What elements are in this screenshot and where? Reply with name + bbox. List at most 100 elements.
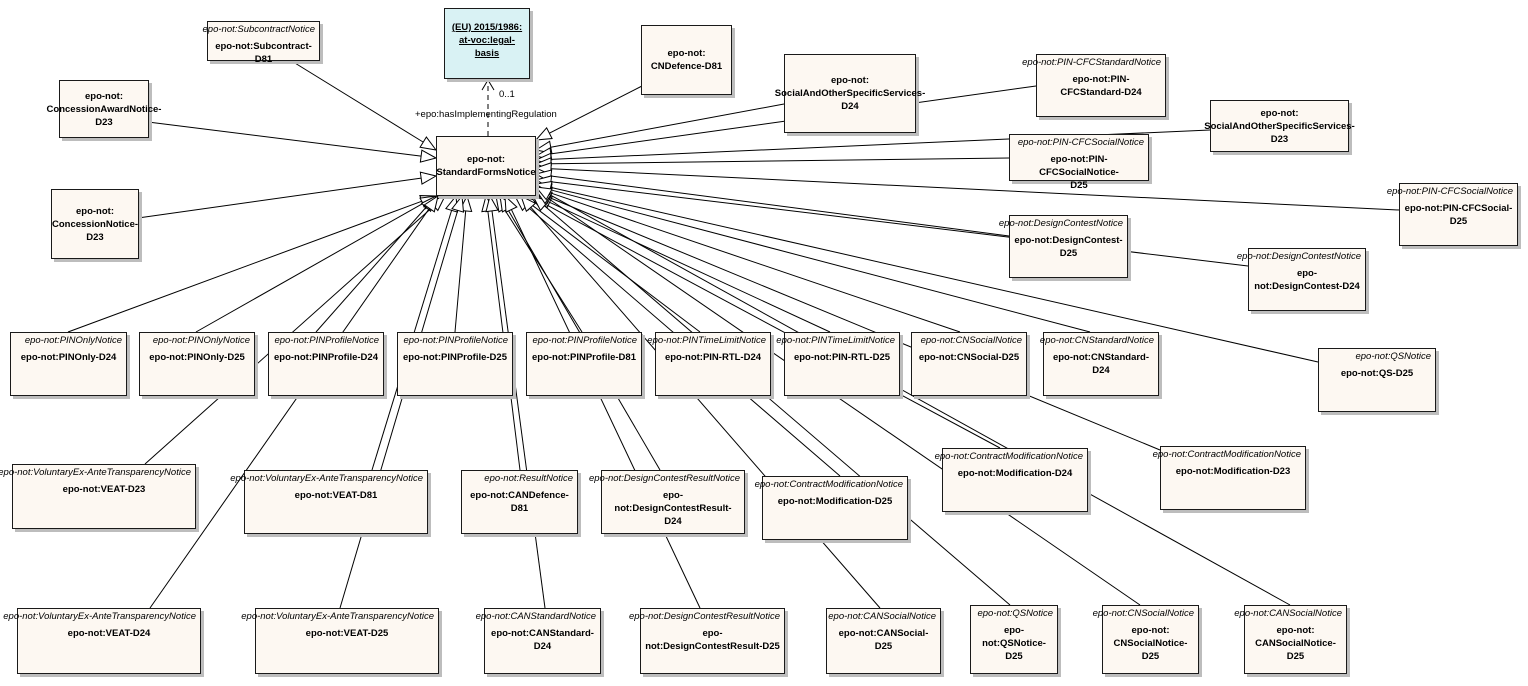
- generalization-line: [195, 202, 424, 333]
- notice-class-canstandard-d24[interactable]: epo-not:CANStandardNotice epo-not:CANSta…: [476, 608, 601, 674]
- generalization-line: [454, 210, 467, 333]
- generalization-line: [339, 210, 459, 609]
- class-name: epo-not:PINProfile-D81: [532, 352, 636, 363]
- notice-class-cansocial-notice-d25[interactable]: epo-not:CANSocialNotice epo-not: CANSoci…: [1234, 605, 1347, 674]
- notice-class-pin-cfc-social-notice-d25[interactable]: epo-not:PIN-CFCSocialNotice epo-not:PIN-…: [1009, 134, 1149, 191]
- class-name: epo-not:PIN-RTL-D25: [793, 352, 891, 363]
- generalization-line: [530, 206, 881, 609]
- notice-class-design-contest-result-d24[interactable]: epo-not:DesignContestResultNotice epo-no…: [589, 470, 745, 534]
- stereotype: epo-not:QSNotice: [1355, 351, 1431, 362]
- notice-class-pinonly-d25[interactable]: epo-not:PINOnlyNotice epo-not:PINOnly-D2…: [139, 332, 255, 396]
- stereotype: epo-not:CANStandardNotice: [475, 611, 596, 622]
- notice-class-cndefence-d81[interactable]: epo-not: CNDefence-D81: [641, 25, 732, 95]
- association-arrowhead: [481, 79, 495, 91]
- notice-class-candefence-d81[interactable]: epo-not:ResultNotice epo-not:CANDefence-…: [461, 470, 578, 534]
- notice-class-cnsocial-d25[interactable]: epo-not:CNSocialNotice epo-not:CNSocial-…: [911, 332, 1027, 396]
- stereotype: epo-not:VoluntaryEx-AnteTransparencyNoti…: [0, 467, 191, 478]
- notice-class-pinprofile-d81[interactable]: epo-not:PINProfileNotice epo-not:PINProf…: [526, 332, 642, 396]
- notice-class-pin-cfc-standard-d24[interactable]: epo-not:PIN-CFCStandardNotice epo-not:PI…: [1022, 54, 1166, 117]
- class-name: epo-not:DesignContestResult-D25: [645, 628, 780, 652]
- generalization-line: [550, 186, 1319, 363]
- notice-class-cansocial-d25[interactable]: epo-not:CANSocialNotice epo-not:CANSocia…: [826, 608, 941, 674]
- notice-class-pin-cfc-social-d25[interactable]: epo-not:PIN-CFCSocialNotice epo-not:PIN-…: [1387, 183, 1518, 246]
- generalization-arrowhead: [419, 136, 438, 151]
- class-name: (EU) 2015/1986: at-voc:legal-basis: [451, 22, 523, 59]
- generalization-line: [550, 157, 1010, 165]
- generalization-line: [548, 198, 1141, 606]
- class-name: epo-not:CNSocial-D25: [918, 352, 1020, 363]
- class-name: epo-not:PINOnly-D24: [20, 352, 117, 363]
- stereotype: epo-not:PIN-CFCStandardNotice: [1022, 57, 1161, 68]
- generalization-line: [149, 208, 430, 609]
- stereotype: epo-not:VoluntaryEx-AnteTransparencyNoti…: [241, 611, 434, 622]
- generalization-arrowhead: [419, 149, 438, 163]
- notice-class-veat-d24[interactable]: epo-not:VoluntaryEx-AnteTransparencyNoti…: [3, 608, 201, 674]
- generalization-line: [550, 181, 1249, 267]
- class-name: epo-not:PIN-CFCSocialNotice- D25: [1039, 154, 1119, 191]
- stereotype: epo-not:ContractModificationNotice: [1152, 449, 1301, 460]
- class-name: epo-not:CANDefence-D81: [470, 490, 569, 514]
- class-name: epo-not:VEAT-D81: [294, 490, 378, 501]
- notice-class-pinprofile-d25[interactable]: epo-not:PINProfileNotice epo-not:PINProf…: [397, 332, 513, 396]
- notice-class-concession-award-d23[interactable]: epo-not: ConcessionAwardNotice- D23: [47, 80, 161, 138]
- stereotype: epo-not:ContractModificationNotice: [934, 451, 1083, 462]
- stereotype: epo-not:CNStandardNotice: [1039, 335, 1154, 346]
- class-name: epo-not:QS-D25: [1340, 368, 1414, 379]
- notice-class-design-contest-result-d25[interactable]: epo-not:DesignContestResultNotice epo-no…: [629, 608, 785, 674]
- notice-class-modification-d25[interactable]: epo-not:ContractModificationNotice epo-n…: [755, 476, 908, 540]
- stereotype: epo-not:PINOnlyNotice: [24, 335, 122, 346]
- generalization-line: [510, 209, 701, 609]
- class-name: epo-not:Modification-D23: [1175, 466, 1291, 477]
- class-name: epo-not:PINProfile-D24: [274, 352, 378, 363]
- notice-class-subcontract-d81[interactable]: epo-not:SubcontractNotice epo-not:Subcon…: [203, 21, 320, 65]
- legal-basis-class[interactable]: (EU) 2015/1986: at-voc:legal-basis: [444, 8, 530, 79]
- notice-class-pinonly-d24[interactable]: epo-not:PINOnlyNotice epo-not:PINOnly-D2…: [10, 332, 127, 396]
- stereotype: epo-not:CNSocialNotice: [1092, 608, 1194, 619]
- generalization-line: [531, 204, 701, 333]
- notice-class-modification-d24[interactable]: epo-not:ContractModificationNotice epo-n…: [935, 448, 1088, 512]
- class-name: epo-not: CANSocialNotice-D25: [1255, 625, 1336, 662]
- generalization-line: [549, 201, 831, 333]
- notice-class-social-other-d23[interactable]: epo-not: SocialAndOtherSpecificServices-…: [1204, 100, 1355, 152]
- class-name: epo-not: CNSocialNotice-D25: [1113, 625, 1188, 662]
- notice-class-design-contest-d24[interactable]: epo-not:DesignContestNotice epo-not:Desi…: [1237, 248, 1366, 311]
- stereotype: epo-not:VoluntaryEx-AnteTransparencyNoti…: [230, 473, 423, 484]
- class-name: epo-not: SocialAndOtherSpecificServices-…: [1204, 107, 1355, 145]
- stereotype: epo-not:DesignContestNotice: [998, 218, 1123, 229]
- stereotype: epo-not:DesignContestResultNotice: [588, 473, 740, 484]
- notice-class-cnstandard-d24[interactable]: epo-not:CNStandardNotice epo-not:CNStand…: [1039, 332, 1159, 396]
- class-name: epo-not: ConcessionNotice- D23: [51, 205, 139, 243]
- standard-forms-notice-class[interactable]: epo-not: StandardFormsNotice: [436, 136, 536, 196]
- notice-class-social-other-d24[interactable]: epo-not: SocialAndOtherSpecificServices-…: [775, 54, 925, 133]
- class-name: epo-not:VEAT-D23: [62, 484, 146, 495]
- stereotype: epo-not:DesignContestResultNotice: [628, 611, 780, 622]
- class-name: epo-not: ConcessionAwardNotice- D23: [46, 90, 162, 128]
- notice-class-concession-d23[interactable]: epo-not: ConcessionNotice- D23: [51, 189, 139, 259]
- stereotype: epo-not:CANSocialNotice: [828, 611, 936, 622]
- notice-class-modification-d23[interactable]: epo-not:ContractModificationNotice epo-n…: [1153, 446, 1306, 510]
- notice-class-qs-d25[interactable]: epo-not:QSNotice epo-not:QS-D25: [1318, 348, 1436, 412]
- stereotype: epo-not:PIN-CFCSocialNotice: [1017, 137, 1144, 148]
- notice-class-pinprofile-d24[interactable]: epo-not:PINProfileNotice epo-not:PINProf…: [268, 332, 384, 396]
- stereotype: epo-not:QSNotice: [977, 608, 1053, 619]
- class-name: epo-not:Subcontract-D81: [215, 41, 312, 65]
- class-name: epo-not:CANStandard-D24: [491, 628, 594, 652]
- generalization-arrowhead: [451, 194, 465, 213]
- generalization-line: [137, 177, 422, 219]
- stereotype: epo-not:PINOnlyNotice: [152, 335, 250, 346]
- notice-class-cnsocial-notice-d25[interactable]: epo-not:CNSocialNotice epo-not: CNSocial…: [1093, 605, 1199, 674]
- stereotype: epo-not:PINProfileNotice: [403, 335, 508, 346]
- stereotype: epo-not:PINProfileNotice: [532, 335, 637, 346]
- notice-class-pin-rtl-d25[interactable]: epo-not:PINTimeLimitNotice epo-not:PIN-R…: [776, 332, 900, 396]
- generalization-arrowhead: [423, 194, 439, 213]
- notice-class-veat-d23[interactable]: epo-not:VoluntaryEx-AnteTransparencyNoti…: [0, 464, 196, 529]
- class-name: epo-not:DesignContestResult-D24: [614, 490, 732, 527]
- notice-class-veat-d25[interactable]: epo-not:VoluntaryEx-AnteTransparencyNoti…: [241, 608, 439, 674]
- stereotype: epo-not:ContractModificationNotice: [754, 479, 903, 490]
- notice-class-design-contest-d25[interactable]: epo-not:DesignContestNotice epo-not:Desi…: [999, 215, 1128, 278]
- class-name: epo-not:PINOnly-D25: [149, 352, 245, 363]
- notice-class-pin-rtl-d24[interactable]: epo-not:PINTimeLimitNotice epo-not:PIN-R…: [647, 332, 771, 396]
- notice-class-veat-d81[interactable]: epo-not:VoluntaryEx-AnteTransparencyNoti…: [230, 470, 428, 534]
- notice-class-qsnotice-d25[interactable]: epo-not:QSNotice epo-not:QSNotice- D25: [970, 605, 1058, 674]
